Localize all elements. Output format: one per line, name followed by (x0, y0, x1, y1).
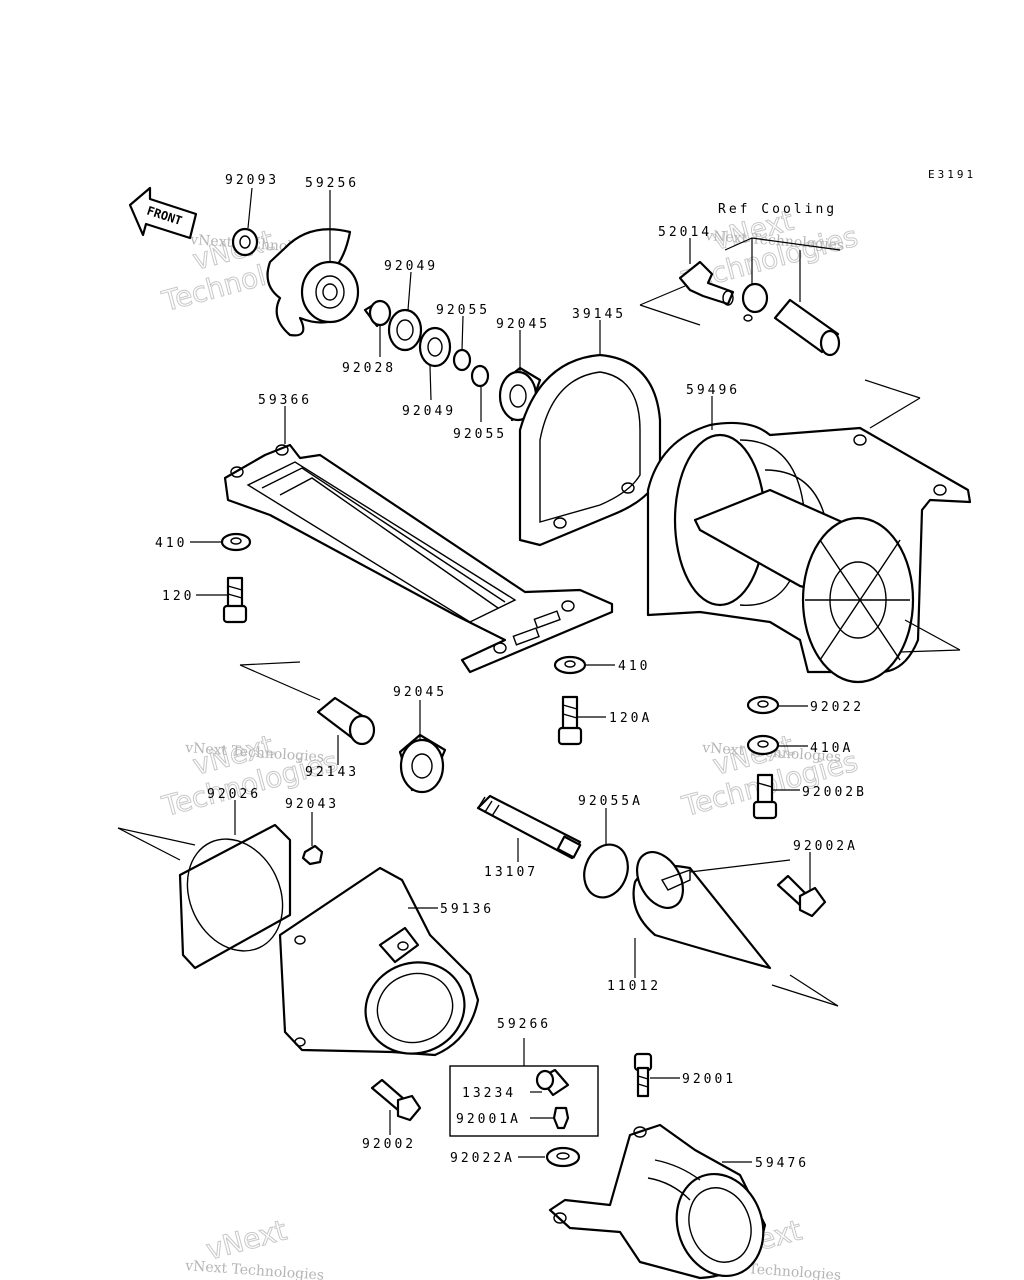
bolt-92002 (370, 1078, 422, 1122)
label-59366: 59366 (258, 393, 312, 408)
label-120: 120 (162, 589, 194, 604)
label-92049-b: 92049 (402, 404, 456, 419)
seal-92049-b (418, 326, 452, 368)
o-ring-92055-b (470, 364, 490, 388)
label-13234: 13234 (462, 1086, 516, 1101)
cover-39145 (518, 353, 662, 547)
label-92055-a: 92055 (436, 303, 490, 318)
watermark-small: vNext Technologies (184, 1258, 325, 1280)
label-410a: 410A (810, 741, 853, 756)
label-92022a: 92022A (450, 1151, 515, 1166)
front-arrow: FRONT (128, 186, 198, 240)
label-92049-a: 92049 (384, 259, 438, 274)
o-ring-92055-a (452, 348, 472, 372)
washer-92022 (746, 695, 780, 715)
housing-59136 (278, 866, 480, 1057)
bearing-92045-b (398, 733, 447, 794)
collar-92028 (363, 299, 392, 328)
diagram-code: E3191 (928, 168, 976, 181)
label-92043: 92043 (285, 797, 339, 812)
label-92143: 92143 (305, 765, 359, 780)
washer-410-b (553, 655, 587, 675)
label-92028: 92028 (342, 361, 396, 376)
washer-410a (746, 734, 780, 756)
bolt-92002b (752, 773, 778, 820)
hose-clamp (741, 282, 769, 322)
label-59496: 59496 (686, 383, 740, 398)
washer-92022a (545, 1146, 581, 1168)
pump-case-59496 (646, 379, 972, 684)
ref-cooling-note: Ref Cooling (718, 202, 837, 217)
nozzle-59476 (548, 1123, 767, 1280)
washer-92093 (231, 227, 259, 257)
part-labels: 92093 59256 92049 92028 92049 92055 9205… (155, 173, 867, 1171)
label-11012: 11012 (607, 979, 661, 994)
label-92002a: 92002A (793, 839, 858, 854)
spacer-92143 (239, 661, 376, 746)
washer-410 (220, 532, 252, 552)
label-92093: 92093 (225, 173, 279, 188)
elbow-fitting-52014 (639, 260, 735, 326)
bolt-92001 (633, 1052, 653, 1098)
label-410-b: 410 (618, 659, 650, 674)
impeller-59256 (266, 228, 360, 337)
label-92022: 92022 (810, 700, 864, 715)
label-59266: 59266 (497, 1017, 551, 1032)
label-92026: 92026 (207, 787, 261, 802)
label-39145: 39145 (572, 307, 626, 322)
watermark-line1: vNext (203, 1214, 291, 1267)
label-13107: 13107 (484, 865, 538, 880)
label-92001a: 92001A (456, 1112, 521, 1127)
bolt-120a (557, 695, 583, 746)
label-59256: 59256 (305, 176, 359, 191)
label-410: 410 (155, 536, 187, 551)
label-92055-b: 92055 (453, 427, 507, 442)
mount-plate-59366 (223, 443, 614, 674)
label-92045-b: 92045 (393, 685, 447, 700)
label-52014: 52014 (658, 225, 712, 240)
gasket-92026 (117, 823, 292, 970)
leader-lines (190, 187, 811, 1163)
label-92045-a: 92045 (496, 317, 550, 332)
bolt-120 (222, 576, 248, 624)
kit-59266 (449, 1038, 599, 1137)
label-59476: 59476 (755, 1156, 809, 1171)
cone-11012 (632, 851, 839, 1007)
o-ring-92055a (583, 843, 629, 899)
label-92002: 92002 (362, 1137, 416, 1152)
label-92002b: 92002B (802, 785, 867, 800)
label-59136: 59136 (440, 902, 494, 917)
label-92055a: 92055A (578, 794, 643, 809)
shaft-13107 (476, 794, 582, 860)
nut-92043 (301, 844, 324, 866)
label-120a: 120A (609, 711, 652, 726)
seal-92049-a (387, 308, 423, 352)
cooling-hose (773, 298, 841, 357)
label-92001: 92001 (682, 1072, 736, 1087)
bolt-92002a (776, 874, 827, 918)
